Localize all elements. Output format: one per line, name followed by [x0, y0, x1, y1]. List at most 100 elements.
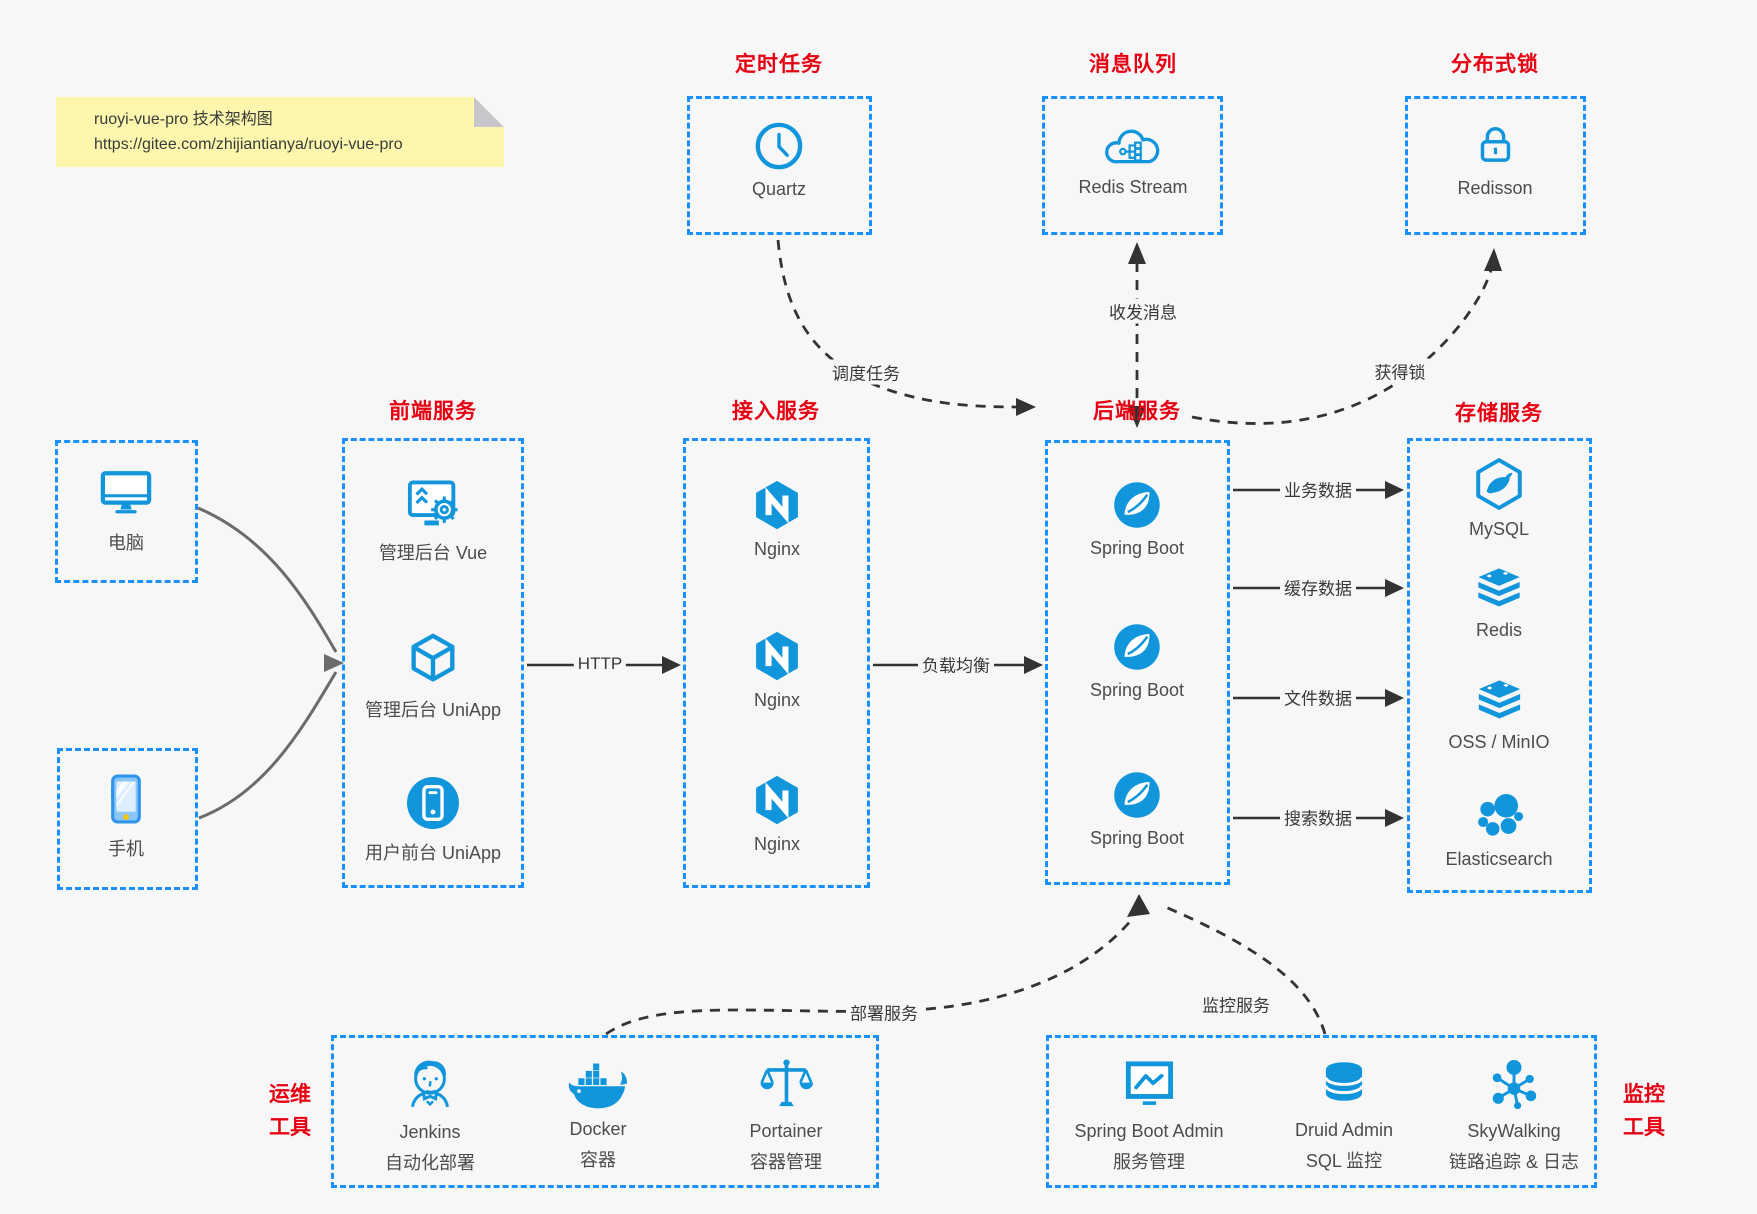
node-label: 管理后台 UniApp — [364, 700, 502, 720]
cloud-stream-icon — [1104, 129, 1159, 164]
node-sublabel: 容器 — [580, 1150, 616, 1170]
note-fold-corner — [474, 97, 504, 127]
node-elasticsearch: Elasticsearch — [1445, 792, 1553, 870]
node-label: Druid Admin — [1294, 1120, 1394, 1140]
edge-monitor-curve — [1162, 904, 1327, 1035]
node-sublabel: 自动化部署 — [385, 1153, 475, 1173]
group-title-gateway: 接入服务 — [732, 400, 820, 423]
edge-label-deploy: 部署服务 — [846, 999, 922, 1025]
node-label: OSS / MinIO — [1448, 732, 1550, 752]
node-label: Nginx — [753, 539, 801, 559]
topology-icon — [1492, 1059, 1537, 1110]
edge-label-http: HTTP — [573, 654, 627, 674]
node-label: 管理后台 Vue — [378, 543, 488, 563]
node-redisson: Redisson — [1457, 119, 1533, 199]
monitor-tools-box — [1046, 1035, 1597, 1188]
edge-label-cache-data: 缓存数据 — [1280, 574, 1356, 600]
monitor-label-line2: 工具 — [1623, 1116, 1665, 1139]
edge-label-monitor: 监控服务 — [1198, 991, 1274, 1017]
edge-label-load-balance: 负载均衡 — [918, 651, 994, 677]
node-label: Spring Boot — [1089, 538, 1185, 558]
node-redis-stream: Redis Stream — [1078, 122, 1188, 198]
node-label: Spring Boot — [1089, 828, 1185, 848]
arrowhead-schedule — [1016, 398, 1036, 416]
desktop-icon — [100, 471, 152, 514]
arrowhead-search-data — [1385, 809, 1404, 827]
node-quartz: Quartz — [752, 120, 806, 200]
distributed-lock-box — [1405, 96, 1586, 235]
arrowhead-cache-data — [1385, 579, 1404, 597]
docker-icon — [568, 1063, 627, 1109]
desktop-device-box — [55, 440, 198, 583]
node-label: 电脑 — [108, 533, 144, 553]
node-label: Docker — [569, 1119, 627, 1139]
database-icon — [1324, 1062, 1364, 1101]
spring-icon — [1114, 482, 1160, 528]
user-app-icon — [407, 777, 459, 829]
elasticsearch-icon — [1477, 793, 1523, 836]
node-springboot-1: Spring Boot — [1090, 479, 1184, 559]
node-portainer: Portainer 容器管理 — [749, 1056, 823, 1174]
group-title-storage: 存储服务 — [1455, 402, 1543, 425]
edge-label-messaging: 收发消息 — [1105, 298, 1181, 324]
backend-services-box — [1045, 440, 1230, 885]
edge-label-file-data: 文件数据 — [1280, 684, 1356, 710]
edge-phone-to-frontend — [198, 671, 338, 820]
edge-lock-curve — [1191, 269, 1493, 425]
node-label: Spring Boot Admin — [1074, 1121, 1224, 1141]
node-oss-minio: OSS / MinIO — [1448, 675, 1550, 753]
node-admin-uniapp: 管理后台 UniApp — [365, 631, 501, 722]
sticky-note: ruoyi-vue-pro 技术架构图 https://gitee.com/zh… — [56, 97, 504, 167]
oss-stack-icon — [1478, 680, 1520, 719]
node-jenkins: Jenkins 自动化部署 — [385, 1055, 475, 1175]
group-title-frontend: 前端服务 — [389, 400, 477, 423]
edge-label-lock: 获得锁 — [1370, 358, 1430, 384]
node-label: Elasticsearch — [1445, 849, 1553, 869]
node-label: Redis Stream — [1078, 177, 1188, 197]
portainer-scale-icon — [759, 1059, 813, 1107]
node-label: 用户前台 UniApp — [364, 843, 502, 863]
edge-schedule-curve — [776, 239, 1017, 409]
arrowhead-lock — [1484, 248, 1502, 271]
note-title: ruoyi-vue-pro 技术架构图 — [94, 111, 273, 128]
node-label: MySQL — [1468, 519, 1530, 539]
clock-icon — [755, 122, 803, 170]
node-phone: 手机 — [97, 770, 155, 861]
message-queue-box — [1042, 96, 1223, 235]
edge-label-schedule: 调度任务 — [828, 359, 904, 385]
node-skywalking: SkyWalking 链路追踪 & 日志 — [1449, 1056, 1579, 1174]
monitor-label-line1: 监控 — [1623, 1083, 1665, 1106]
ops-tools-side-label: 运维 工具 — [269, 1078, 311, 1144]
jenkins-icon — [411, 1060, 449, 1108]
nginx-icon — [756, 775, 798, 825]
node-label: Jenkins — [399, 1122, 461, 1142]
node-springboot-admin: Spring Boot Admin 服务管理 — [1074, 1056, 1224, 1174]
nginx-icon — [756, 480, 798, 530]
group-title-message-queue: 消息队列 — [1089, 53, 1177, 76]
admin-vue-icon — [408, 480, 458, 526]
spring-icon — [1114, 772, 1160, 818]
smartphone-icon — [111, 774, 141, 824]
node-label: 手机 — [108, 839, 144, 859]
sticky-note-text: ruoyi-vue-pro 技术架构图 https://gitee.com/zh… — [94, 107, 403, 157]
ops-label-line1: 运维 — [269, 1083, 311, 1106]
storage-services-box — [1407, 438, 1592, 893]
arrowhead-loadbalance — [1024, 656, 1043, 674]
node-springboot-2: Spring Boot — [1090, 621, 1184, 701]
group-title-backend: 后端服务 — [1093, 400, 1181, 423]
node-label: SkyWalking — [1467, 1121, 1561, 1141]
mysql-icon — [1476, 458, 1522, 510]
node-sublabel: 服务管理 — [1113, 1152, 1185, 1172]
node-admin-vue: 管理后台 Vue — [379, 474, 487, 565]
note-url: https://gitee.com/zhijiantianya/ruoyi-vu… — [94, 136, 403, 153]
group-title-scheduled-tasks: 定时任务 — [735, 53, 823, 76]
nginx-icon — [756, 631, 798, 681]
edge-label-business-data: 业务数据 — [1280, 476, 1356, 502]
scheduled-tasks-box — [687, 96, 872, 235]
node-docker: Docker 容器 — [566, 1058, 630, 1172]
frontend-services-box — [342, 438, 524, 888]
gateway-services-box — [683, 438, 870, 888]
monitor-chart-icon — [1125, 1061, 1173, 1105]
edge-label-search-data: 搜索数据 — [1280, 804, 1356, 830]
